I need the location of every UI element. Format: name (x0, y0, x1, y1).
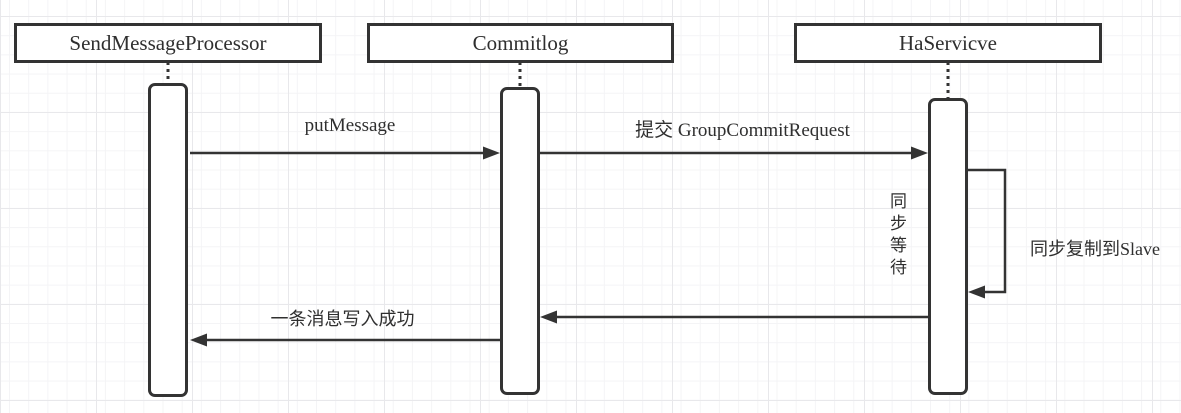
arrowhead-icon (968, 285, 985, 299)
participant-sendmessageprocessor: SendMessageProcessor (14, 23, 322, 63)
participant-haservicve: HaServicve (794, 23, 1102, 63)
participant-label: HaServicve (899, 30, 997, 55)
message-arrow-return-to-commitlog (540, 310, 928, 324)
arrowhead-icon (190, 333, 207, 347)
participant-label: Commitlog (472, 30, 569, 55)
message-arrow-putmessage (190, 146, 500, 160)
message-label-putmessage: putMessage (304, 115, 396, 136)
message-arrow-groupcommitrequest (540, 146, 928, 160)
message-arrow-write-success (190, 333, 500, 347)
message-label-sync-wait: 同步等待 (887, 192, 906, 280)
participant-commitlog: Commitlog (367, 23, 674, 63)
message-label-sync-replicate: 同步复制到Slave (1030, 239, 1160, 259)
message-arrow-sync-replicate-self-loop (968, 168, 1007, 299)
arrowhead-icon (483, 146, 500, 160)
message-label-write-success: 一条消息写入成功 (270, 309, 415, 329)
message-label-groupcommitrequest: 提交 GroupCommitRequest (635, 120, 850, 141)
arrowhead-icon (540, 310, 557, 324)
activation-bar-commitlog (500, 87, 540, 395)
activation-bar-haservicve (928, 98, 968, 395)
participant-label: SendMessageProcessor (69, 30, 267, 55)
arrowhead-icon (911, 146, 928, 160)
activation-bar-sendmessageprocessor (148, 83, 188, 397)
